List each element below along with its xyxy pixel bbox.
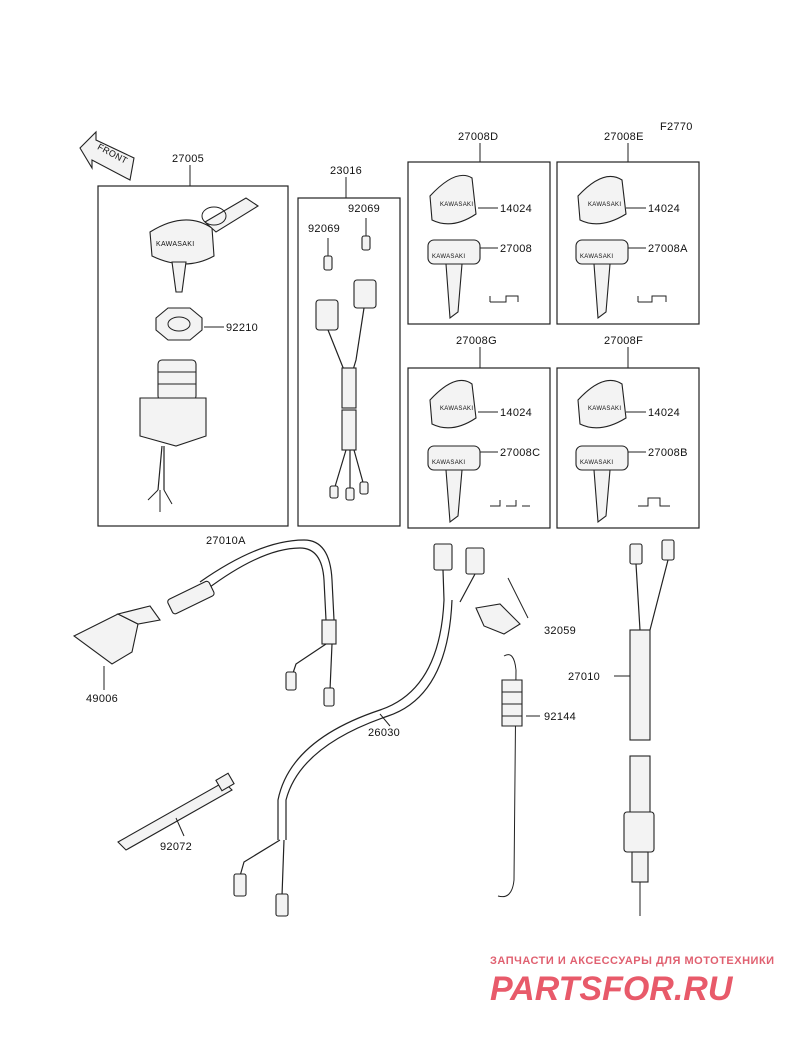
- label-14024-g: 14024: [500, 407, 532, 419]
- key-brand-text: KAWASAKI: [156, 241, 194, 248]
- label-14024-e: 14024: [648, 203, 680, 215]
- wire-harness-icon: [315, 279, 377, 501]
- box-27008G: [407, 367, 551, 529]
- label-92069-left: 92069: [308, 223, 340, 235]
- svg-text:KAWASAKI: KAWASAKI: [440, 202, 473, 208]
- label-27008E: 27008E: [604, 131, 644, 143]
- bracket-32059-icon: [475, 577, 529, 635]
- connector-49006-icon: [72, 605, 161, 665]
- svg-text:KAWASAKI: KAWASAKI: [432, 460, 465, 466]
- label-49006: 49006: [86, 693, 118, 705]
- label-27005: 27005: [172, 153, 204, 165]
- label-27008C: 27008C: [500, 447, 540, 459]
- label-27010A: 27010A: [206, 535, 246, 547]
- label-32059: 32059: [544, 625, 576, 637]
- svg-text:KAWASAKI: KAWASAKI: [588, 202, 621, 208]
- label-92210: 92210: [226, 322, 258, 334]
- label-27010: 27010: [568, 671, 600, 683]
- front-arrow-icon: FRONT: [79, 130, 135, 181]
- label-27008F: 27008F: [604, 335, 643, 347]
- svg-text:KAWASAKI: KAWASAKI: [580, 460, 613, 466]
- ignition-key-icon: KAWASAKI: [149, 197, 260, 293]
- label-27008D: 27008D: [458, 131, 498, 143]
- watermark-logo: PARTSFOR.RU: [490, 970, 734, 1008]
- svg-text:KAWASAKI: KAWASAKI: [432, 254, 465, 260]
- harness-26030-icon: [233, 543, 485, 917]
- ignition-switch-icon: [139, 359, 207, 512]
- label-27008B: 27008B: [648, 447, 688, 459]
- label-27008: 27008: [500, 243, 532, 255]
- label-92144: 92144: [544, 711, 576, 723]
- key-set-27008E: KAWASAKI KAWASAKI: [575, 175, 667, 320]
- key-set-27008G: KAWASAKI KAWASAKI: [427, 379, 530, 524]
- key-set-27008D: KAWASAKI KAWASAKI: [427, 174, 519, 320]
- cable-tie-92072-icon: [117, 772, 235, 851]
- svg-text:KAWASAKI: KAWASAKI: [440, 406, 473, 412]
- svg-text:KAWASAKI: KAWASAKI: [588, 406, 621, 412]
- svg-text:KAWASAKI: KAWASAKI: [580, 254, 613, 260]
- label-92069-right: 92069: [348, 203, 380, 215]
- label-27008G: 27008G: [456, 335, 497, 347]
- nut-icon: [155, 307, 203, 341]
- box-27008E: [556, 161, 700, 325]
- cable-27010-icon: [623, 539, 675, 916]
- key-set-27008F: KAWASAKI KAWASAKI: [575, 379, 670, 524]
- label-27008A: 27008A: [648, 243, 688, 255]
- box-27008F: [556, 367, 700, 529]
- label-14024-d: 14024: [500, 203, 532, 215]
- box-23016: [297, 197, 401, 527]
- figure-code: F2770: [660, 121, 693, 133]
- watermark-tagline: ЗАПЧАСТИ И АКСЕССУАРЫ ДЛЯ МОТОТЕХНИКИ: [490, 955, 775, 967]
- label-92072: 92072: [160, 841, 192, 853]
- label-26030: 26030: [368, 727, 400, 739]
- label-23016: 23016: [330, 165, 362, 177]
- cable-27010A-icon: [167, 539, 337, 707]
- box-27005: [97, 185, 289, 527]
- label-14024-f: 14024: [648, 407, 680, 419]
- box-27008D: [407, 161, 551, 325]
- spring-92144-icon: [497, 654, 523, 898]
- connector-icon: [323, 218, 371, 271]
